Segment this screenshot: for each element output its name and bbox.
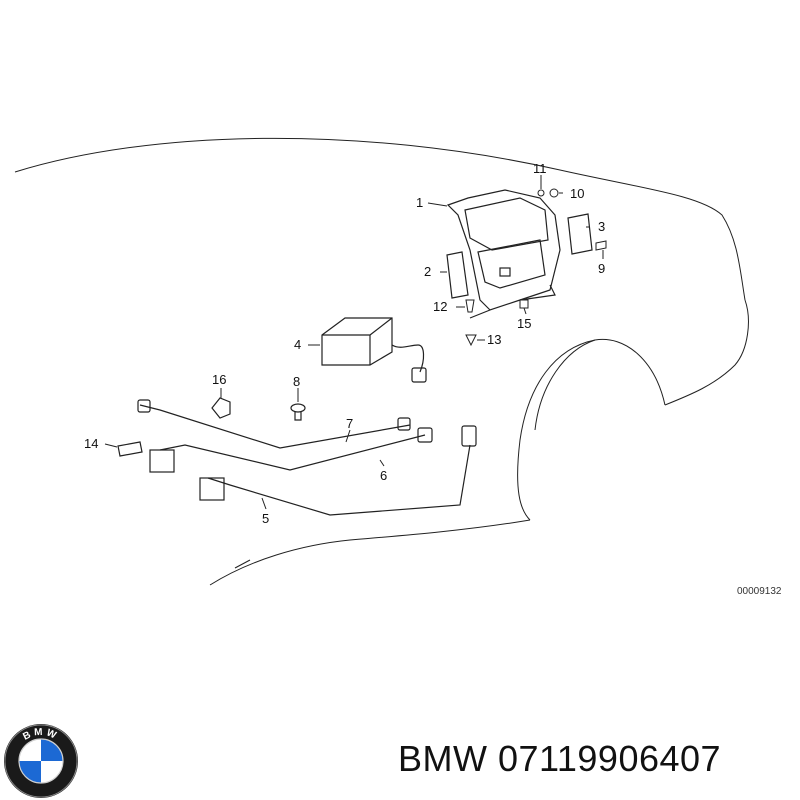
callout-11: 11	[533, 161, 547, 176]
logo-quadrant-blue-tr	[41, 739, 63, 761]
cable-6	[149, 427, 433, 473]
nut-11	[537, 189, 545, 197]
callout-15: 15	[517, 316, 531, 331]
bmw-logo: BMW	[4, 724, 78, 798]
cable-7	[137, 399, 411, 449]
car-outline	[14, 137, 749, 586]
callout-8: 8	[293, 374, 300, 389]
part-14	[117, 441, 143, 457]
callout-2: 2	[424, 264, 431, 279]
callout-16: 16	[212, 372, 226, 387]
bracket-assembly	[446, 189, 561, 319]
plate-3	[567, 213, 593, 255]
callout-4: 4	[294, 337, 301, 352]
part-caption: BMW 07119906407	[398, 738, 721, 780]
logo-letters: BMW	[21, 727, 60, 743]
callout-10: 10	[570, 186, 584, 201]
callout-13: 13	[487, 332, 501, 347]
screw-9	[595, 240, 607, 251]
callout-5: 5	[262, 511, 269, 526]
callout-7: 7	[346, 416, 353, 431]
logo-quadrant-blue-bl	[19, 761, 41, 783]
control-unit	[321, 317, 427, 383]
diagram-reference-code: 00009132	[737, 586, 782, 597]
screw-8	[290, 403, 306, 421]
callout-12: 12	[433, 299, 447, 314]
plate-2	[446, 251, 469, 299]
clip-15	[519, 299, 529, 309]
screw-12	[465, 299, 475, 313]
nut-10	[549, 188, 559, 198]
caption-brand: BMW	[398, 738, 488, 779]
callouts: 1 2 3 4 5 6 7 8 9 10 11 12 13 14 15 16	[84, 161, 605, 526]
clip-13	[465, 334, 477, 347]
callout-6: 6	[380, 468, 387, 483]
callout-14: 14	[84, 436, 98, 451]
caption-part-number: 07119906407	[498, 738, 722, 779]
callout-1: 1	[416, 195, 423, 210]
clip-16	[211, 397, 231, 419]
callout-9: 9	[598, 261, 605, 276]
leader-lines	[104, 175, 604, 510]
callout-3: 3	[598, 219, 605, 234]
cable-5	[199, 425, 477, 516]
